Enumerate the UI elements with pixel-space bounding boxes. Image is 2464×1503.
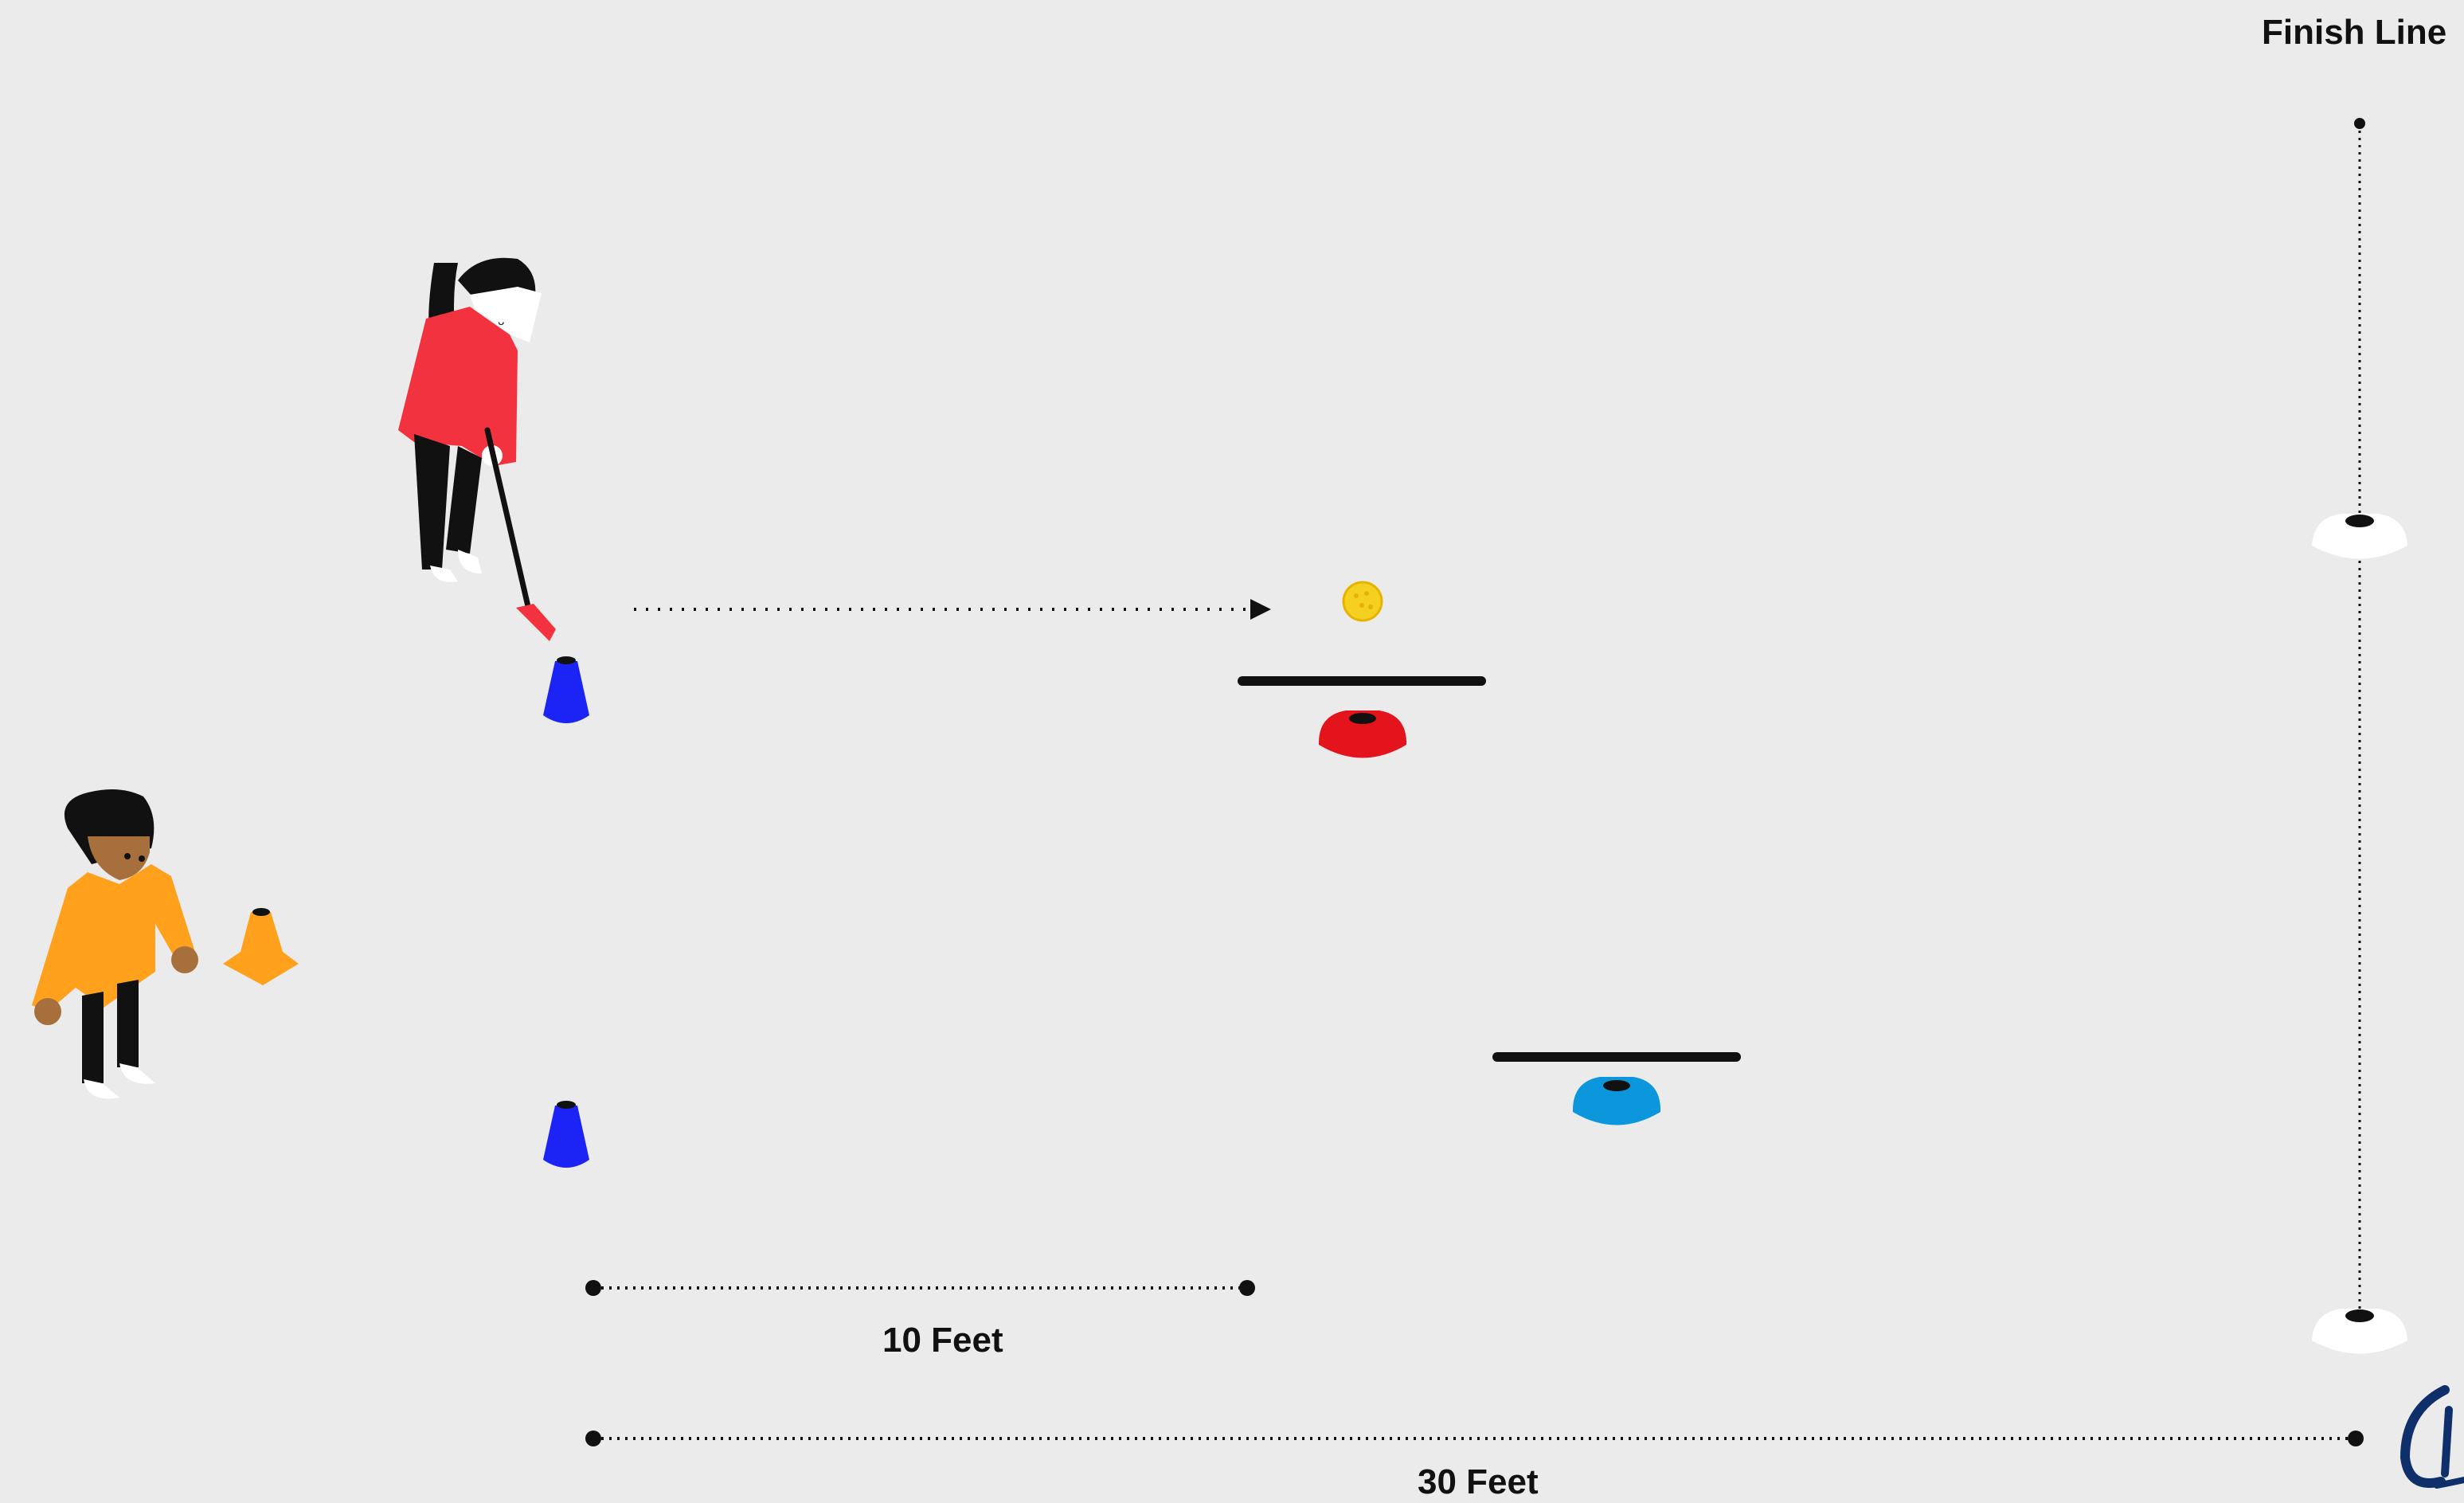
coach-figure xyxy=(32,789,198,1098)
thirty-feet-distance-marker xyxy=(585,1431,2364,1446)
thirty-feet-label: 30 Feet xyxy=(1418,1462,1539,1502)
finish-line-top-endpoint xyxy=(2354,118,2365,129)
finish-dome-top xyxy=(2312,514,2407,559)
golfer-figure: ᵕ xyxy=(398,258,542,582)
ten-feet-label: 10 Feet xyxy=(882,1321,1003,1360)
golf-ball-icon xyxy=(1343,582,1382,620)
ten-feet-distance-marker xyxy=(585,1280,1255,1296)
marker-cone xyxy=(223,908,299,985)
arrow-icon xyxy=(1250,599,1271,620)
brand-logo xyxy=(2405,1390,2464,1485)
finish-dome-bottom xyxy=(2312,1309,2407,1354)
near-target-dome xyxy=(1319,710,1406,758)
putt-path-arrow xyxy=(634,599,1271,620)
start-cone-bottom xyxy=(543,1101,589,1168)
far-target-dome xyxy=(1573,1077,1660,1125)
start-cone-top xyxy=(543,656,589,723)
finish-line-label: Finish Line xyxy=(2262,13,2446,53)
finish-line xyxy=(2354,118,2365,1314)
